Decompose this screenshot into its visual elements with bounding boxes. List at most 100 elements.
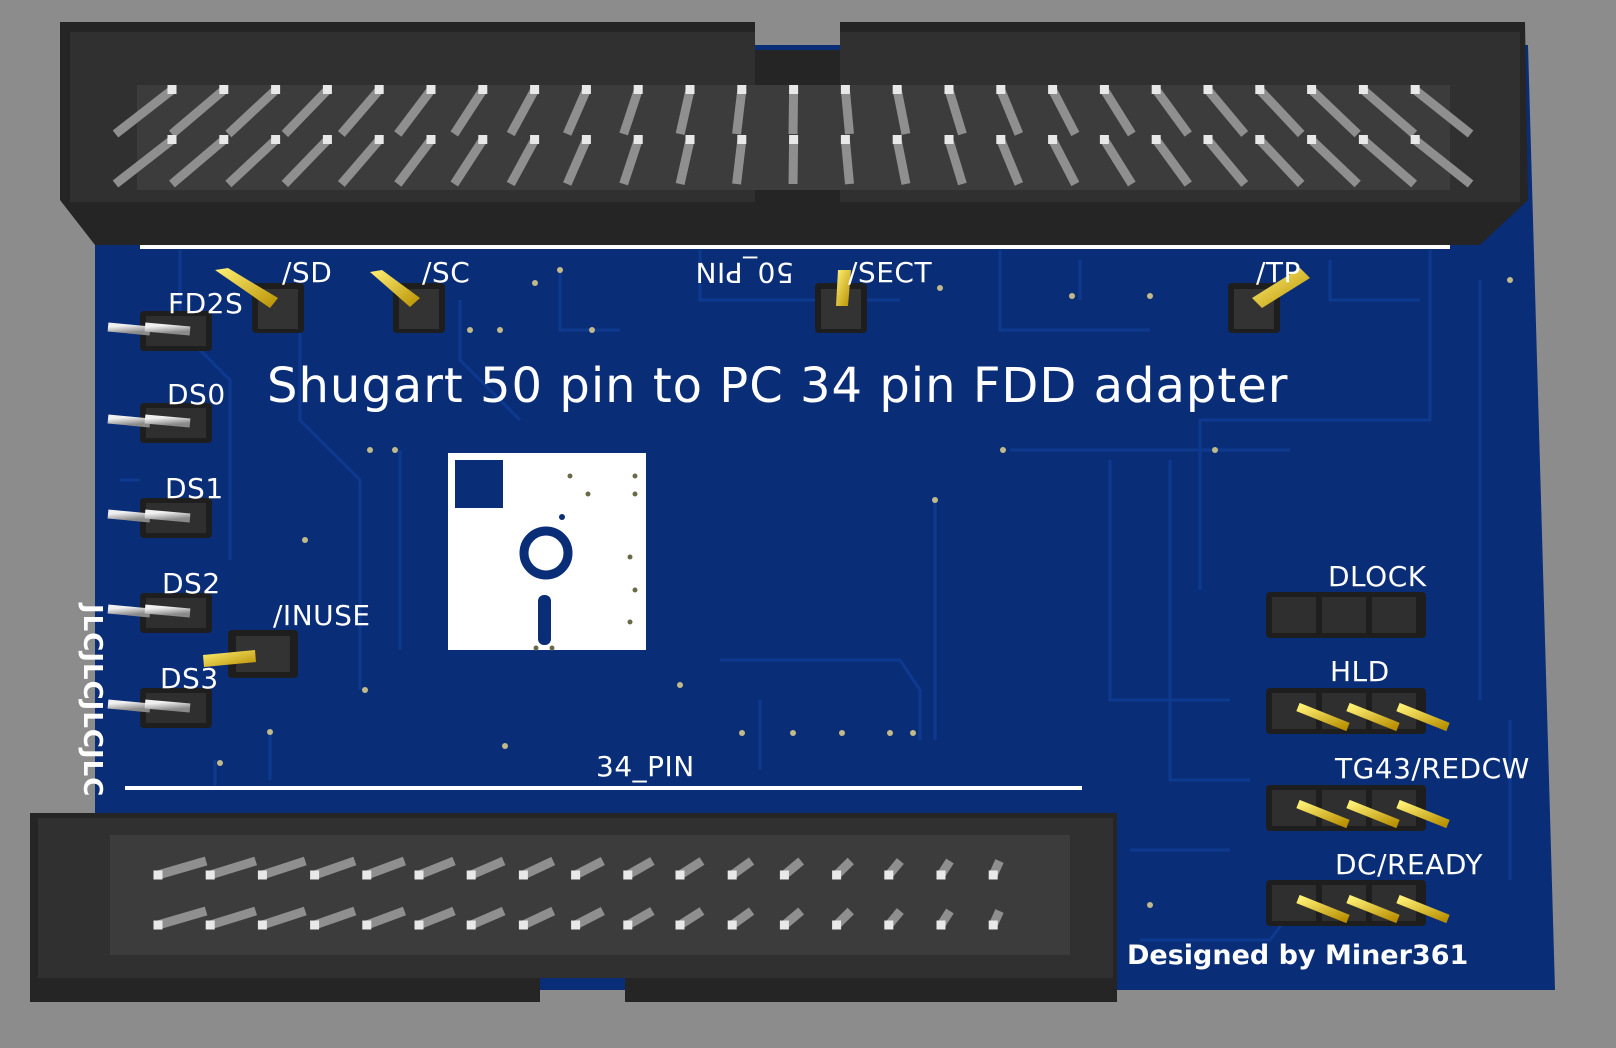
header-pin: [840, 89, 854, 135]
header-pin-tip: [884, 920, 894, 930]
header-pin: [840, 139, 854, 185]
silkscreen-outlines: [125, 245, 1450, 790]
header-pin-tip: [936, 870, 946, 880]
header-pin-tip: [944, 135, 954, 144]
header-pin: [1152, 87, 1192, 137]
header-pin: [892, 89, 911, 135]
header-pin: [313, 906, 357, 930]
header-pin: [337, 87, 383, 137]
jumper-fd2s-header[interactable]: [107, 311, 212, 351]
header-pin-tip: [936, 920, 946, 930]
header-pin-tip: [789, 85, 799, 94]
header-pin-tip: [153, 920, 163, 930]
header-pin-tip: [1203, 85, 1213, 94]
header-pin-tip: [466, 870, 476, 880]
header-pin-tip: [832, 870, 842, 880]
header-pin: [788, 89, 799, 135]
header-pin-tip: [414, 870, 424, 880]
header-pin-tip: [426, 135, 436, 144]
header-pin-tip: [623, 870, 633, 880]
header-pin: [112, 136, 175, 188]
header-pin-tip: [737, 85, 747, 94]
header-pin: [1308, 86, 1361, 138]
jumper-dlock-header[interactable]: [1266, 592, 1448, 638]
header-pin: [563, 138, 591, 186]
header-pin-tip: [257, 870, 267, 880]
jumper-sd-label: /SD: [282, 256, 333, 289]
header-pin: [417, 856, 456, 880]
connector-50-pin-label: 50_PIN: [695, 256, 794, 289]
jumper-tg43-header[interactable]: [1266, 785, 1450, 831]
header-pin-tip: [840, 135, 850, 144]
header-pin-tip: [362, 870, 372, 880]
jumper-dlock-label: DLOCK: [1328, 560, 1427, 593]
designer-credit: Designed by Miner361: [1127, 940, 1469, 971]
jumper-sc-label: /SC: [422, 256, 471, 289]
header-pin: [892, 139, 911, 185]
header-pin-tip: [478, 135, 488, 144]
header-pin-tip: [832, 920, 842, 930]
header-pin: [169, 86, 227, 138]
header-pin-tip: [1203, 135, 1213, 144]
header-pin-tip: [426, 85, 436, 94]
jumper-tp-header[interactable]: [1228, 268, 1310, 333]
jumper-sc-header[interactable]: [370, 270, 445, 333]
header-pin: [675, 139, 695, 185]
jumper-ds2-header[interactable]: [107, 593, 212, 633]
header-pin: [573, 856, 605, 880]
header-pin-tip: [581, 85, 591, 94]
header-pin: [788, 139, 799, 185]
header-pin: [1048, 87, 1080, 137]
jumper-ds1-header[interactable]: [107, 498, 212, 538]
header-pin: [337, 137, 383, 187]
header-pin: [1360, 136, 1418, 188]
jumper-ds3-header[interactable]: [107, 688, 212, 728]
header-pin-tip: [271, 85, 281, 94]
jumper-ds3-label: DS3: [160, 662, 219, 695]
jumper-ds0-header[interactable]: [107, 403, 212, 443]
jumper-dc-ready-label: DC/READY: [1335, 848, 1483, 881]
header-pin-tip: [571, 920, 581, 930]
header-pin: [619, 138, 643, 186]
header-pin-tip: [581, 135, 591, 144]
header-pin: [225, 136, 279, 188]
jumper-hld-header[interactable]: [1266, 688, 1450, 734]
header-pin: [1308, 136, 1361, 188]
header-pin-tip: [1048, 135, 1058, 144]
header-pin-tip: [530, 85, 540, 94]
header-pin: [365, 856, 407, 880]
header-pin-tip: [374, 135, 384, 144]
header-pin: [450, 87, 487, 137]
header-pin: [1100, 87, 1136, 137]
header-pin: [619, 88, 643, 136]
header-pin: [944, 138, 967, 186]
jumper-sect-header[interactable]: [815, 270, 867, 333]
header-pin-tip: [633, 135, 643, 144]
header-pin-tip: [685, 135, 695, 144]
header-pin-tip: [988, 870, 998, 880]
header-pin-tip: [1099, 135, 1109, 144]
header-pin-tip: [1255, 135, 1265, 144]
header-pin-tip: [633, 85, 643, 94]
header-pin-tip: [1151, 85, 1161, 94]
jumper-dc-ready-header[interactable]: [1266, 880, 1450, 926]
header-pin: [675, 89, 695, 135]
header-pin: [225, 86, 279, 138]
header-pin-tip: [1358, 135, 1368, 144]
header-pin: [156, 856, 208, 880]
header-pin: [208, 906, 258, 930]
jumper-sd-header[interactable]: [215, 268, 304, 333]
header-pin-tip: [944, 85, 954, 94]
header-pin-tip: [530, 135, 540, 144]
header-pin: [944, 88, 967, 136]
header-pin-tip: [1151, 135, 1161, 144]
header-pin: [281, 136, 331, 188]
header-pin-tip: [727, 920, 737, 930]
header-pin: [1360, 86, 1418, 138]
header-pin-tip: [1410, 85, 1420, 94]
jumper-inuse-header[interactable]: [203, 630, 298, 678]
jumper-inuse-label: /INUSE: [273, 599, 371, 632]
header-pin-tip: [257, 920, 267, 930]
header-pin-tip: [271, 135, 281, 144]
